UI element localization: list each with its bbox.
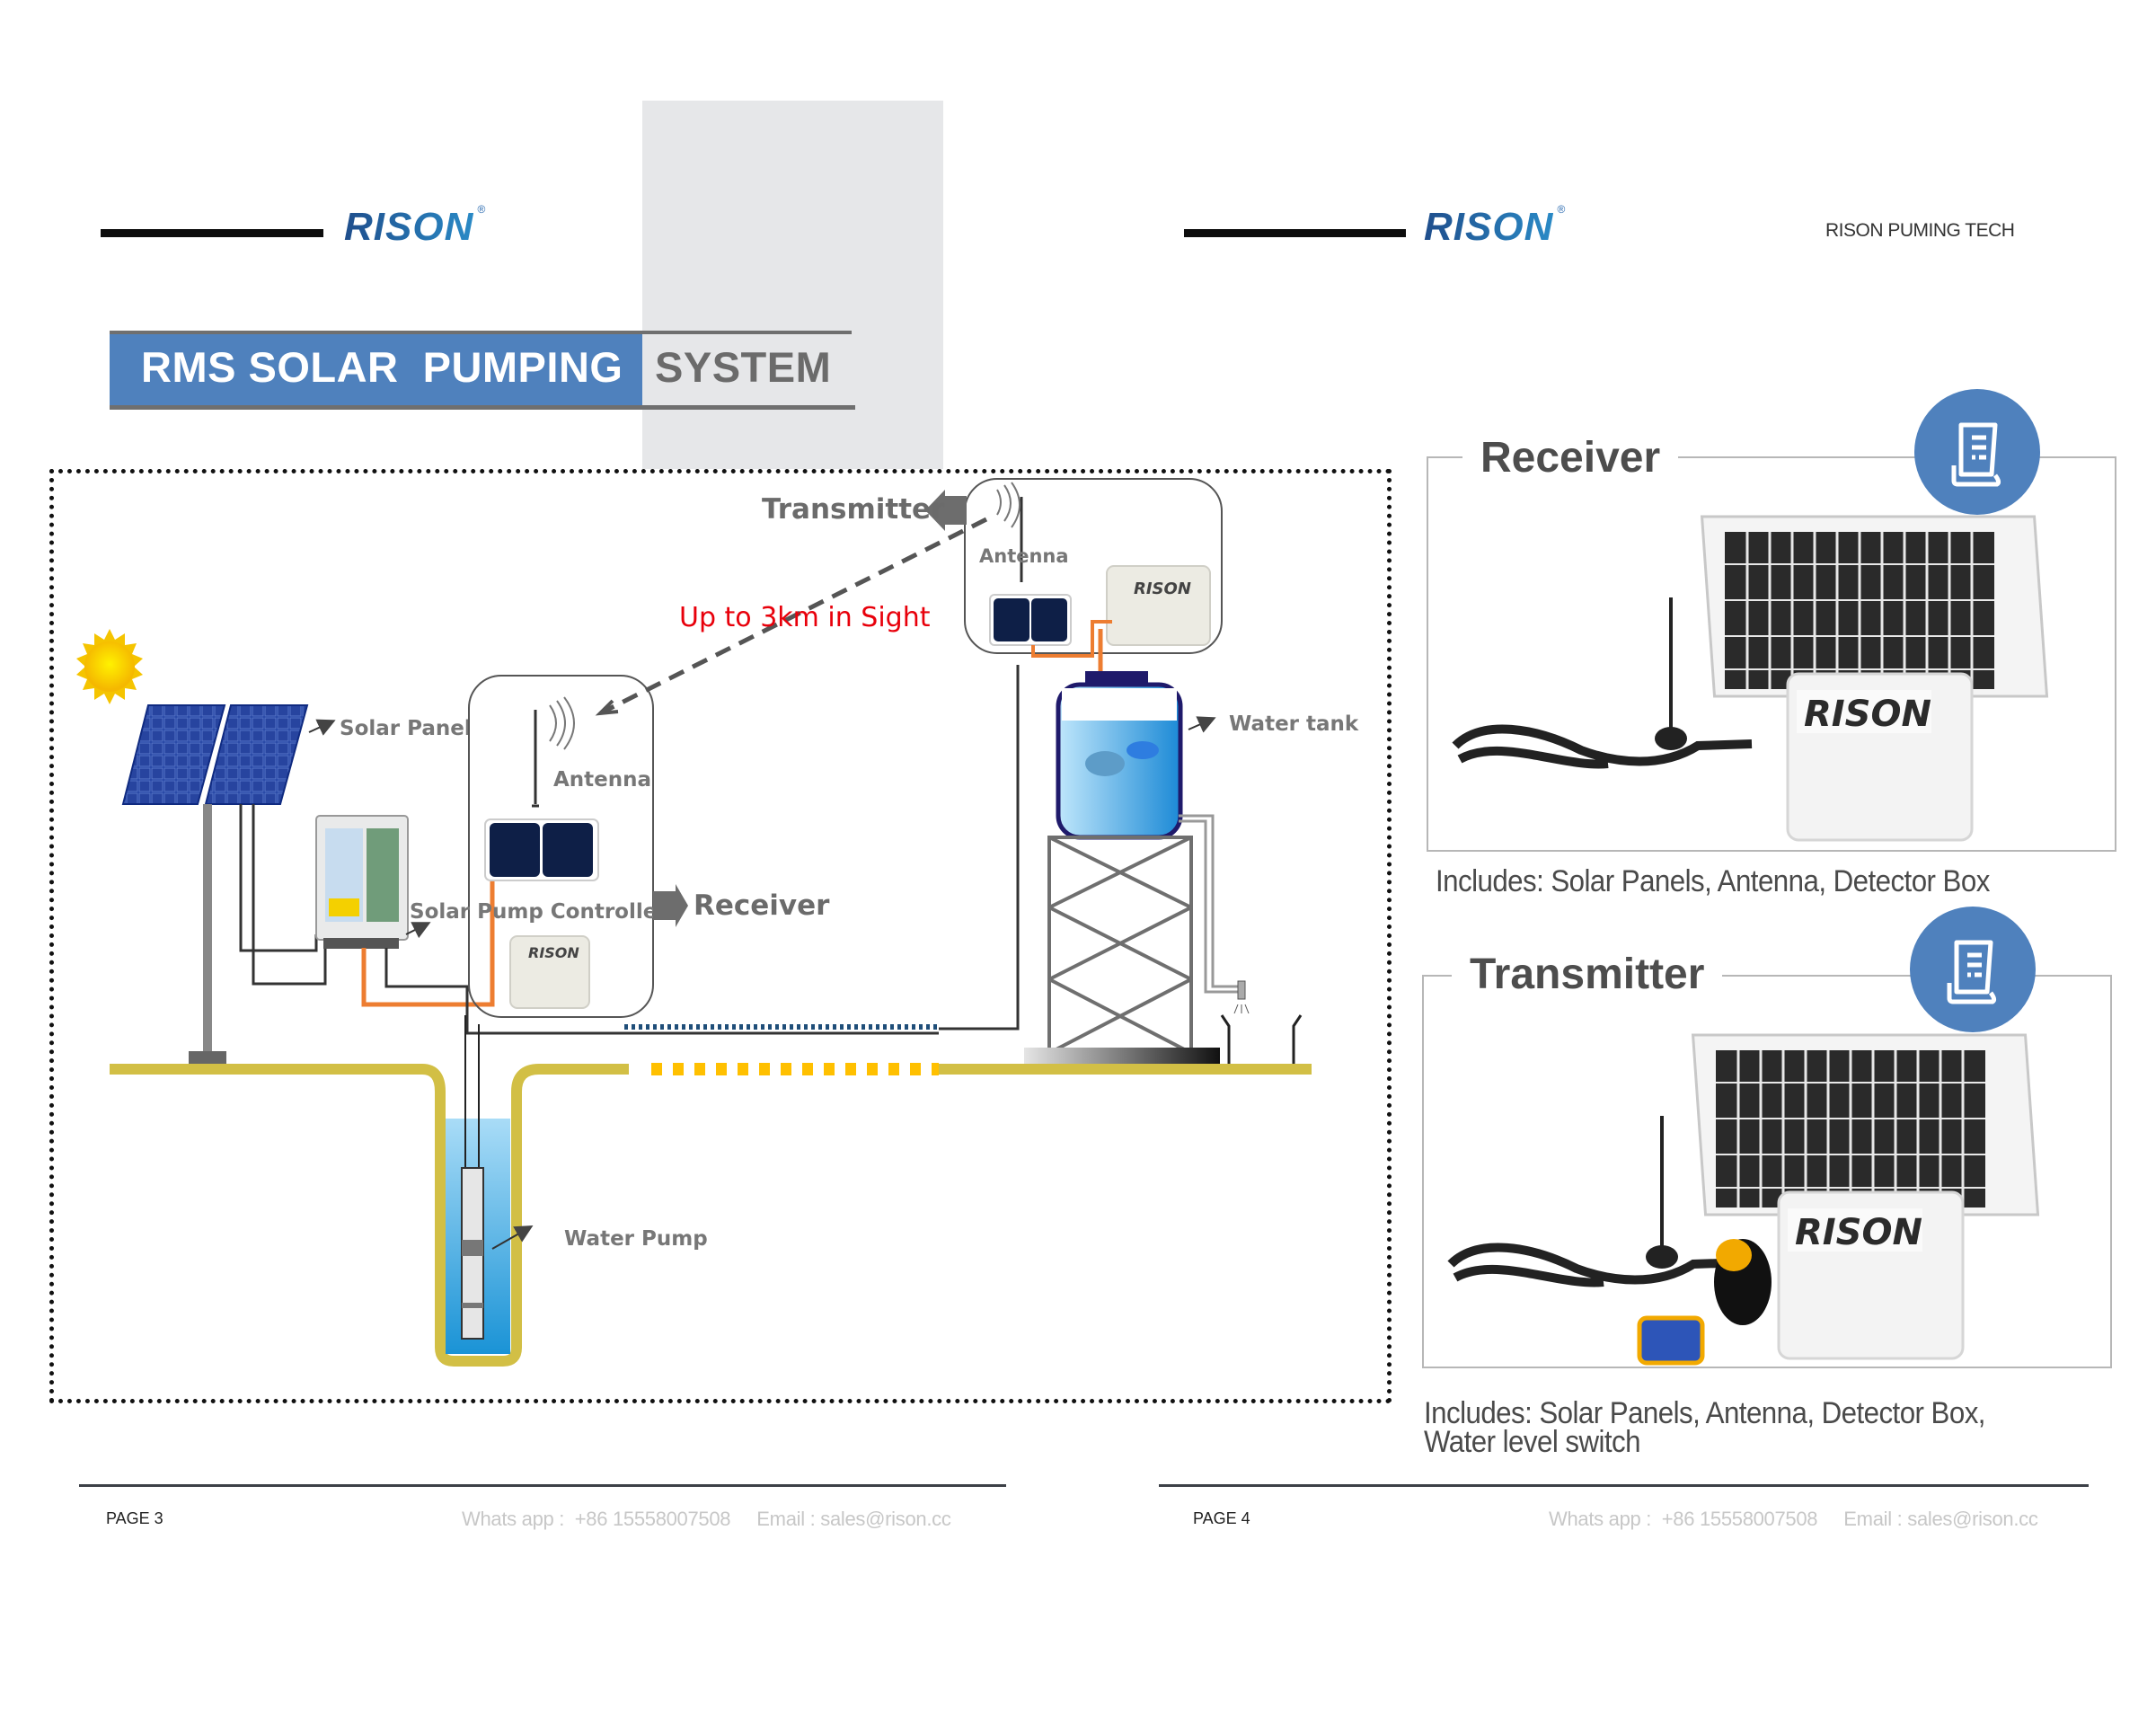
product-title-transmitter: Transmitter [1452, 950, 1723, 999]
water-level-switch-photo [1637, 1239, 1772, 1366]
antenna-photo [1655, 597, 1687, 750]
transmitter-arrow-icon [925, 490, 967, 531]
header-rule [1184, 229, 1406, 237]
company-tagline: RISON PUMING TECH [1825, 220, 2015, 241]
receiver-detector-box: RISON [509, 935, 590, 1009]
contact-info: Whats app : +86 15558007508 Email : sale… [462, 1508, 951, 1530]
logo-text: RISON [1424, 205, 1554, 249]
product-title-receiver: Receiver [1462, 433, 1679, 482]
sun-icon [76, 629, 143, 704]
registered-mark: ® [1557, 203, 1567, 216]
box-brand-label: RISON [1804, 694, 1931, 735]
receiver-group-outline [468, 675, 654, 1018]
product-icon-badge[interactable] [1914, 389, 2040, 515]
controller-pointer [405, 922, 431, 939]
rison-logo: RISON ® [1424, 203, 1566, 250]
solar-panel-photo [1691, 1033, 2040, 1216]
water-basin [1220, 1014, 1303, 1069]
receiver-antenna-icon [532, 696, 575, 808]
radio-link-line [602, 517, 988, 714]
page-number: PAGE 3 [106, 1509, 163, 1527]
product-card-receiver: RISON [1427, 456, 2116, 852]
receiver-product-photo: RISON [1452, 515, 2049, 842]
cable-coil-photo [1447, 1243, 1748, 1285]
label-water-pump: Water Pump [564, 1227, 708, 1251]
label-antenna-top: Antenna [979, 545, 1069, 567]
transmitter-product-photo: RISON [1447, 1033, 2040, 1366]
document-icon [1947, 940, 1997, 1004]
solar-panel-pointer [308, 719, 336, 736]
title-blue-block [110, 334, 642, 405]
title-rule-bottom [110, 405, 855, 410]
label-solar-pump-controller: Solar Pump Controller [410, 900, 667, 924]
label-water-tank: Water tank [1229, 712, 1359, 736]
submersible-pump [461, 1167, 484, 1340]
transmitter-box-brand: RISON [1134, 579, 1191, 598]
tank-support-tower [1047, 836, 1193, 1055]
rison-logo: RISON ® [344, 203, 486, 250]
product-icon-badge[interactable] [1910, 907, 2036, 1032]
cable-coil-photo [1452, 724, 1753, 766]
system-diagram-frame [49, 469, 1392, 1403]
signal-cable [361, 831, 495, 1007]
water-tank-pointer [1188, 716, 1216, 733]
product-caption-transmitter: Includes: Solar Panels, Antenna, Detecto… [1424, 1396, 1985, 1459]
product-card-transmitter: RISON [1422, 975, 2112, 1368]
solar-panel-array [121, 704, 309, 1071]
receiver-box-brand: RISON [528, 944, 579, 961]
label-range: Up to 3km in Sight [679, 602, 931, 633]
box-brand-label: RISON [1795, 1212, 1922, 1253]
page-number: PAGE 4 [1193, 1509, 1250, 1527]
label-transmitter: Transmitter [762, 493, 945, 526]
detector-box-photo: RISON [1777, 1190, 1965, 1360]
receiver-arrow-icon [653, 884, 688, 927]
page-title-banner: RMS SOLAR PUMPING SYSTEM [110, 331, 855, 410]
title-rule-top [110, 331, 852, 334]
registered-mark: ® [477, 203, 487, 216]
label-antenna: Antenna [553, 768, 651, 792]
receiver-small-solar-panel [484, 818, 599, 881]
faucet-icon [1233, 980, 1250, 1014]
solar-pump-controller [315, 815, 409, 949]
solar-panel-photo [1700, 515, 2049, 698]
product-caption-receiver: Includes: Solar Panels, Antenna, Detecto… [1436, 864, 1990, 898]
detector-box-photo: RISON [1786, 672, 1974, 842]
label-solar-panel: Solar Panel [340, 717, 472, 740]
tower-base [1024, 1048, 1220, 1066]
ground-and-well [110, 1024, 1312, 1367]
water-pump-pointer [491, 1225, 534, 1250]
contact-info: Whats app : +86 15558007508 Email : sale… [1549, 1508, 2038, 1530]
water-tank [1056, 671, 1183, 840]
header-rule [101, 229, 323, 237]
footer-rule-page3 [79, 1484, 1006, 1487]
transmitter-detector-box: RISON [1106, 565, 1211, 646]
transmitter-antenna-icon [996, 482, 1023, 582]
transmitter-small-solar-panel [989, 594, 1072, 646]
label-receiver: Receiver [694, 889, 830, 922]
document-icon [1951, 422, 2001, 487]
page-title-secondary: SYSTEM [655, 343, 832, 391]
page-title-primary: RMS SOLAR PUMPING [141, 343, 623, 391]
footer-rule-page4 [1159, 1484, 2089, 1487]
antenna-photo [1646, 1116, 1678, 1269]
